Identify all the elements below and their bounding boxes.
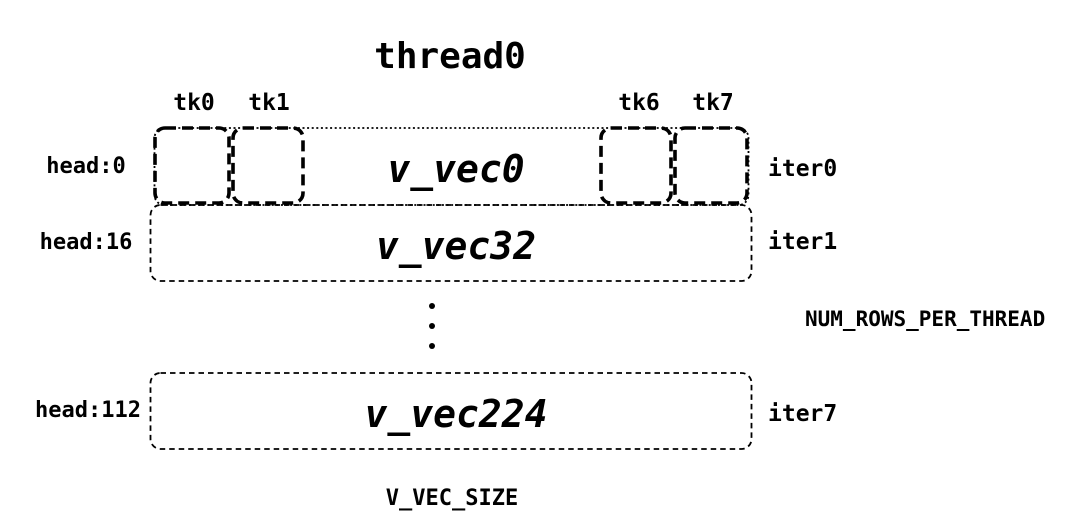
iter1-label: iter1 bbox=[768, 229, 838, 255]
head-label-2: head:112 bbox=[35, 398, 141, 423]
ellipsis-dot bbox=[429, 323, 435, 329]
tk7-label: tk7 bbox=[692, 90, 734, 116]
tk1-cell-box bbox=[231, 126, 305, 205]
ellipsis-dot bbox=[429, 303, 435, 309]
v-vec224-label: v_vec224 bbox=[364, 392, 548, 436]
head-label-1: head:16 bbox=[39, 230, 133, 255]
row-box-iter0 bbox=[153, 127, 750, 206]
v-vec-size-label: V_VEC_SIZE bbox=[385, 486, 519, 511]
tk6-cell-box bbox=[599, 126, 673, 205]
row-box-iter1 bbox=[149, 204, 753, 282]
v-vec0-label: v_vec0 bbox=[387, 147, 525, 191]
tk0-cell-box bbox=[153, 126, 231, 205]
row-box-iter7 bbox=[149, 372, 753, 450]
diagram-title: thread0 bbox=[374, 36, 526, 77]
tk6-label: tk6 bbox=[618, 90, 660, 116]
num-rows-per-thread-label: NUM_ROWS_PER_THREAD bbox=[805, 307, 1046, 331]
iter0-label: iter0 bbox=[768, 156, 838, 182]
tk0-label: tk0 bbox=[173, 90, 215, 116]
tk1-label: tk1 bbox=[248, 90, 290, 116]
vertical-ellipsis bbox=[429, 303, 435, 349]
iter7-label: iter7 bbox=[768, 401, 838, 427]
head-label-0: head:0 bbox=[46, 154, 126, 179]
v-vec32-label: v_vec32 bbox=[375, 224, 537, 268]
tk7-cell-box bbox=[673, 126, 749, 205]
ellipsis-dot bbox=[429, 343, 435, 349]
